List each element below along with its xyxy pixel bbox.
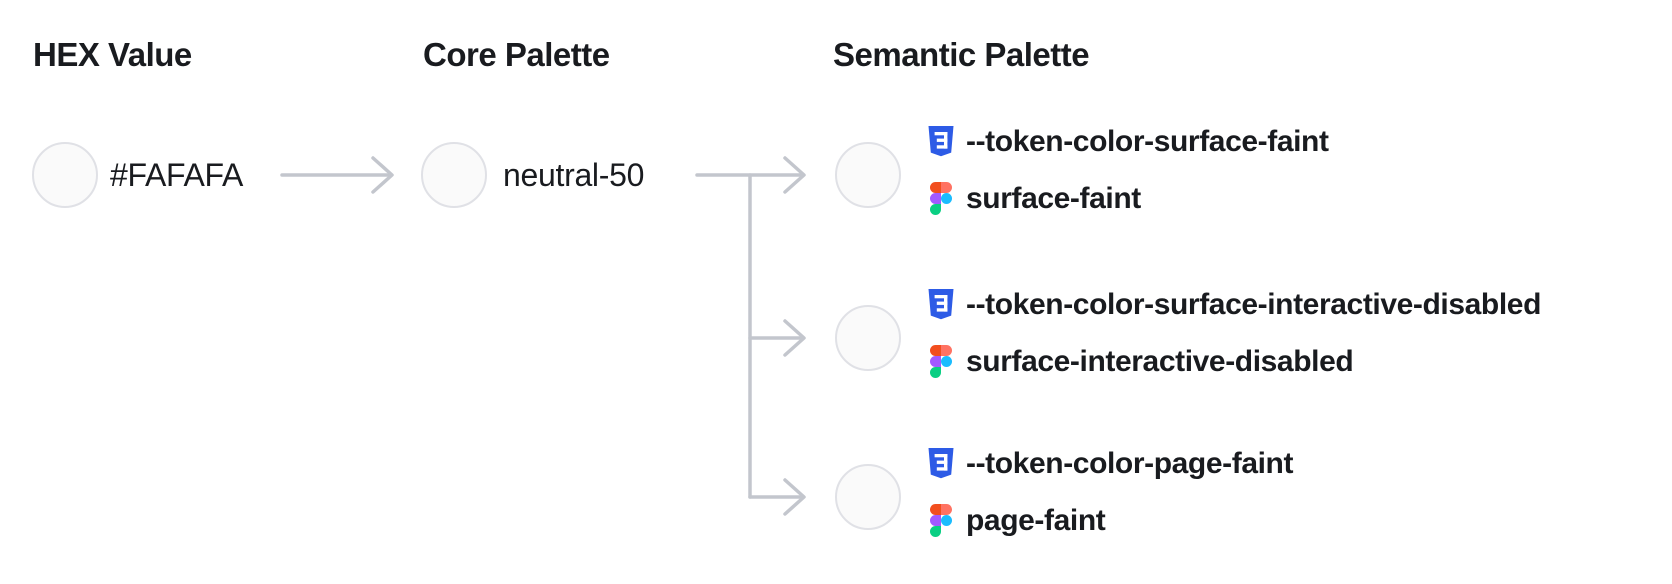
figma-logo-icon xyxy=(928,345,954,378)
hex-swatch xyxy=(32,142,98,208)
figma-name-label: page-faint xyxy=(966,503,1106,537)
figma-token-row: surface-interactive-disabled xyxy=(928,342,1541,382)
arrow-core-to-semantic-2 xyxy=(748,319,806,357)
core-palette-header: Core Palette xyxy=(423,36,610,73)
semantic-swatch xyxy=(835,464,901,530)
figma-token-row: surface-faint xyxy=(928,179,1329,219)
hex-value-header: HEX Value xyxy=(33,36,192,73)
semantic-entry: --token-color-surface-interactive-disabl… xyxy=(835,288,1541,387)
semantic-swatch xyxy=(835,305,901,371)
semantic-palette-header: Semantic Palette xyxy=(833,36,1090,73)
arrow-core-to-semantic-1 xyxy=(695,156,806,194)
css3-shield-icon xyxy=(928,289,954,320)
figma-token-row: page-faint xyxy=(928,501,1293,541)
hex-value-label: #FAFAFA xyxy=(110,157,244,193)
arrow-core-to-semantic-3 xyxy=(748,478,806,516)
css-token-row: --token-color-surface-faint xyxy=(928,122,1329,162)
figma-name-label: surface-faint xyxy=(966,181,1141,215)
figma-logo-icon xyxy=(928,504,954,537)
css-token-label: --token-color-page-faint xyxy=(966,446,1294,480)
figma-logo-icon xyxy=(928,182,954,215)
css-token-row: --token-color-page-faint xyxy=(928,444,1293,484)
css-token-label: --token-color-surface-interactive-disabl… xyxy=(966,287,1541,321)
core-swatch xyxy=(421,142,487,208)
core-name-label: neutral-50 xyxy=(503,157,645,193)
css-token-label: --token-color-surface-faint xyxy=(966,124,1329,158)
figma-name-label: surface-interactive-disabled xyxy=(966,344,1354,378)
semantic-swatch xyxy=(835,142,901,208)
semantic-entry: --token-color-page-faint page-faint xyxy=(835,447,1293,546)
css-token-row: --token-color-surface-interactive-disabl… xyxy=(928,285,1541,325)
arrow-hex-to-core xyxy=(280,156,394,194)
css3-shield-icon xyxy=(928,126,954,157)
css3-shield-icon xyxy=(928,448,954,479)
semantic-entry: --token-color-surface-faint surface-fain… xyxy=(835,125,1329,224)
